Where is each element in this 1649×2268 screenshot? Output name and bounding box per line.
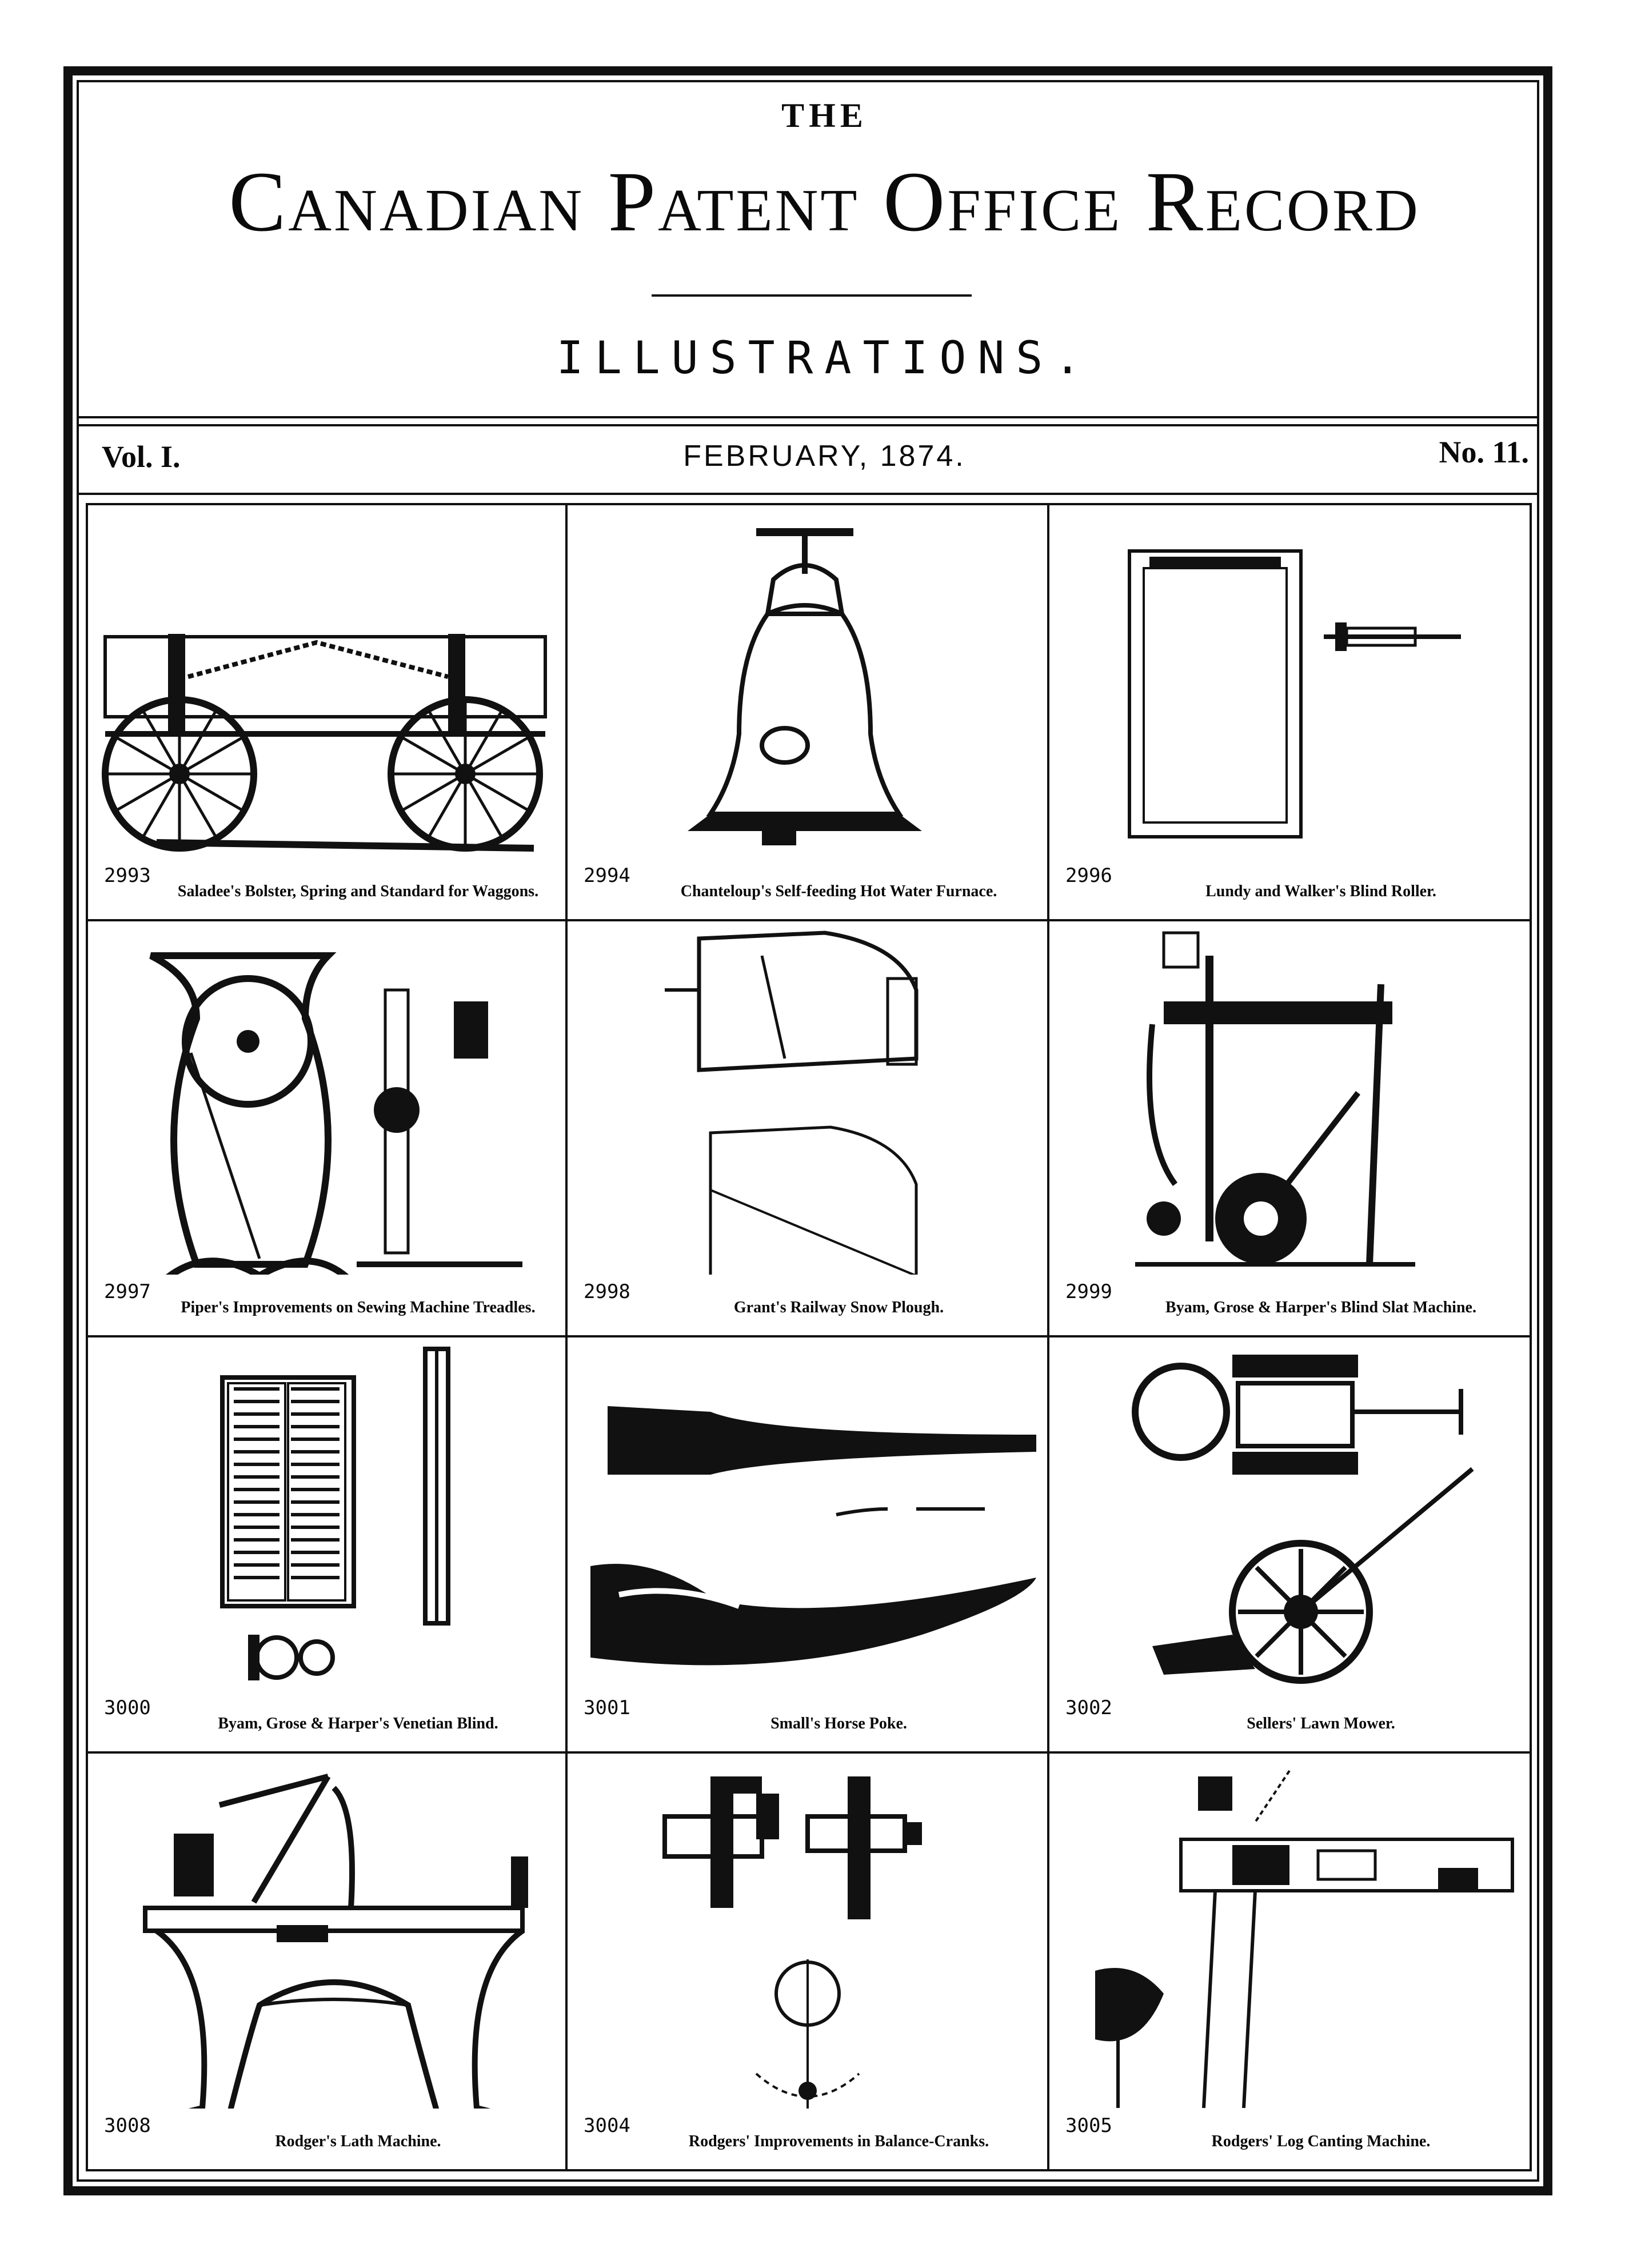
masthead-title: Canadian Patent Office Record <box>229 154 1420 249</box>
illustration-caption: Grant's Railway Snow Plough. <box>733 1299 944 1316</box>
treadle-drawing <box>149 952 522 1275</box>
illustration-caption: Small's Horse Poke. <box>770 1715 907 1732</box>
volume-label: Vol. I. <box>102 440 181 474</box>
blind-roller-drawing <box>1128 549 1461 838</box>
illustration-number: 3005 <box>1065 2114 1112 2137</box>
log-canting-drawing <box>1095 1770 1514 2109</box>
section-heading: ILLUSTRATIONS. <box>556 333 1093 384</box>
issue-rule-top <box>77 416 1539 418</box>
illustration-number: 2997 <box>104 1280 151 1303</box>
illustration-caption: Byam, Grose & Harper's Venetian Blind. <box>218 1715 498 1732</box>
wagon-drawing <box>102 634 547 852</box>
illustration-caption: Byam, Grose & Harper's Blind Slat Machin… <box>1165 1299 1476 1316</box>
illustration-number: 3002 <box>1065 1696 1112 1719</box>
illustration-number: 2993 <box>104 864 151 887</box>
illustration-number: 3000 <box>104 1696 151 1719</box>
furnace-drawing <box>688 528 922 845</box>
illustration-number: 2994 <box>584 864 630 887</box>
slat-machine-drawing <box>1135 931 1415 1267</box>
masthead-rule <box>652 294 972 297</box>
illustration-number: 2999 <box>1065 1280 1112 1303</box>
illustration-caption: Lundy and Walker's Blind Roller. <box>1205 883 1436 900</box>
illustration-number: 2996 <box>1065 864 1112 887</box>
illustration-number: 3004 <box>584 2114 630 2137</box>
horse-poke-drawing <box>590 1406 1036 1666</box>
lath-machine-drawing <box>143 1774 528 2109</box>
lawn-mower-drawing <box>1132 1355 1474 1684</box>
illustration-caption: Rodgers' Improvements in Balance-Cranks. <box>688 2133 989 2150</box>
illustration-caption: Rodger's Lath Machine. <box>275 2133 441 2150</box>
page-border-inner <box>77 80 1539 2182</box>
illustration-caption: Saladee's Bolster, Spring and Standard f… <box>177 883 539 900</box>
illustration-number: 3001 <box>584 1696 630 1719</box>
balance-crank-drawing <box>662 1776 922 2109</box>
illustration-caption: Piper's Improvements on Sewing Machine T… <box>181 1299 536 1316</box>
illustration-number: 3008 <box>104 2114 151 2137</box>
illustration-number: 2998 <box>584 1280 630 1303</box>
illustration-caption: Rodgers' Log Canting Machine. <box>1211 2133 1431 2150</box>
issue-rule-top-2 <box>77 424 1539 426</box>
issue-rule-bottom <box>77 493 1539 495</box>
issue-date: FEBRUARY, 1874. <box>683 440 966 473</box>
masthead-the: THE <box>781 97 868 134</box>
page-border-outer <box>63 66 1552 2195</box>
issue-number: No. 11. <box>1439 435 1529 469</box>
venetian-blind-drawing <box>220 1347 450 1680</box>
snow-plough-drawing <box>665 931 919 1275</box>
illustration-caption: Sellers' Lawn Mower. <box>1247 1715 1395 1732</box>
illustration-caption: Chanteloup's Self-feeding Hot Water Furn… <box>680 883 997 900</box>
